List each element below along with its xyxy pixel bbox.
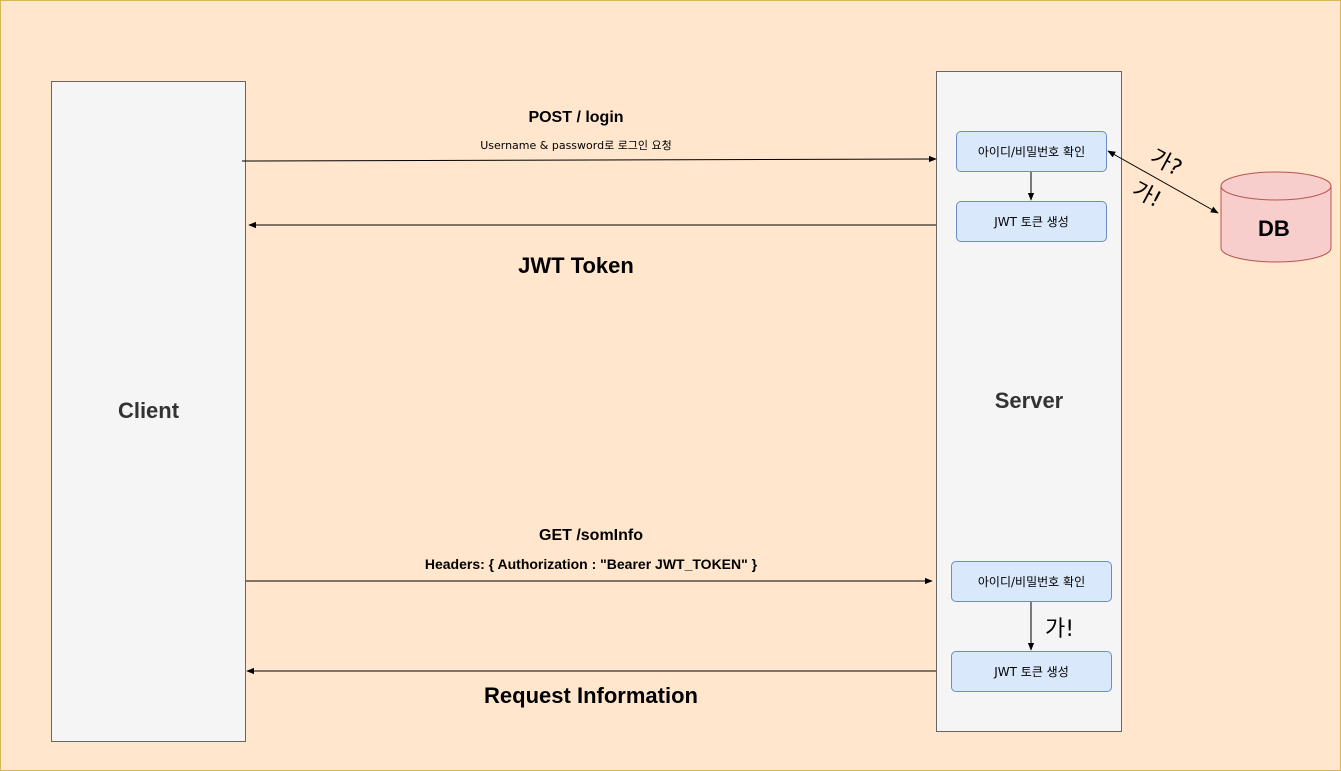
login-token-step: JWT 토큰 생성 [956,201,1107,242]
client-lane: Client [51,81,246,742]
info-request-detail: Headers: { Authorization : "Bearer JWT_T… [424,556,758,572]
info-token-step: JWT 토큰 생성 [951,651,1112,692]
db-label: DB [1258,216,1290,241]
login-request-title: POST / login [528,109,624,126]
info-verify-step: 아이디/비밀번호 확인 [951,561,1112,602]
server-title: Server [994,388,1064,413]
login-response-label: JWT Token [518,253,634,278]
db-link-arrow [1107,150,1219,214]
info-step-mark: 가! [1045,617,1075,642]
db-cylinder [1220,171,1332,263]
login-verify-step: 아이디/비밀번호 확인 [956,131,1107,172]
client-title: Client [117,398,180,423]
info-request-title: GET /somInfo [539,527,643,544]
login-request-detail: Username & password로 로그인 요청 [480,139,672,152]
info-response-label: Request Information [484,683,698,708]
server-lane: Server [936,71,1122,732]
login-request-arrow [241,155,937,163]
